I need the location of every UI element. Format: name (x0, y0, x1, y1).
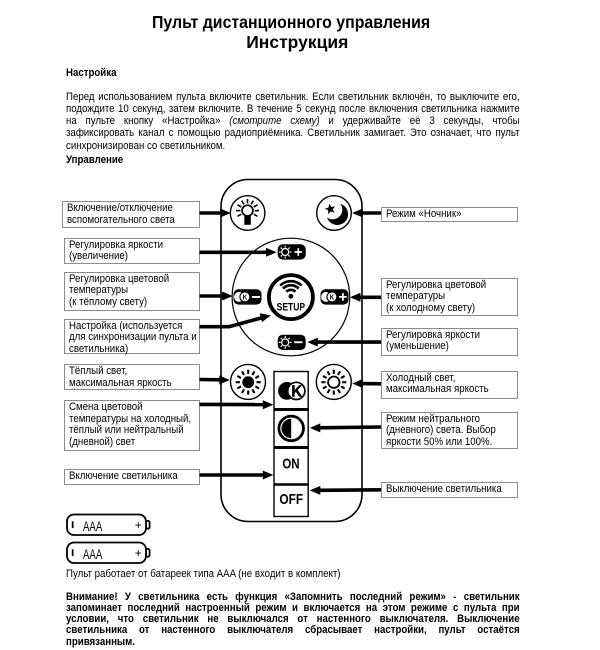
svg-text:ON: ON (282, 456, 299, 473)
svg-text:K: K (243, 293, 248, 302)
svg-text:OFF: OFF (279, 491, 303, 508)
svg-text:SETUP: SETUP (277, 301, 306, 313)
svg-text:AAA: AAA (83, 547, 102, 562)
svg-text:+: + (135, 518, 142, 532)
svg-text:AAA: AAA (83, 519, 102, 534)
svg-text:K: K (330, 293, 335, 302)
svg-text:+: + (135, 546, 142, 560)
